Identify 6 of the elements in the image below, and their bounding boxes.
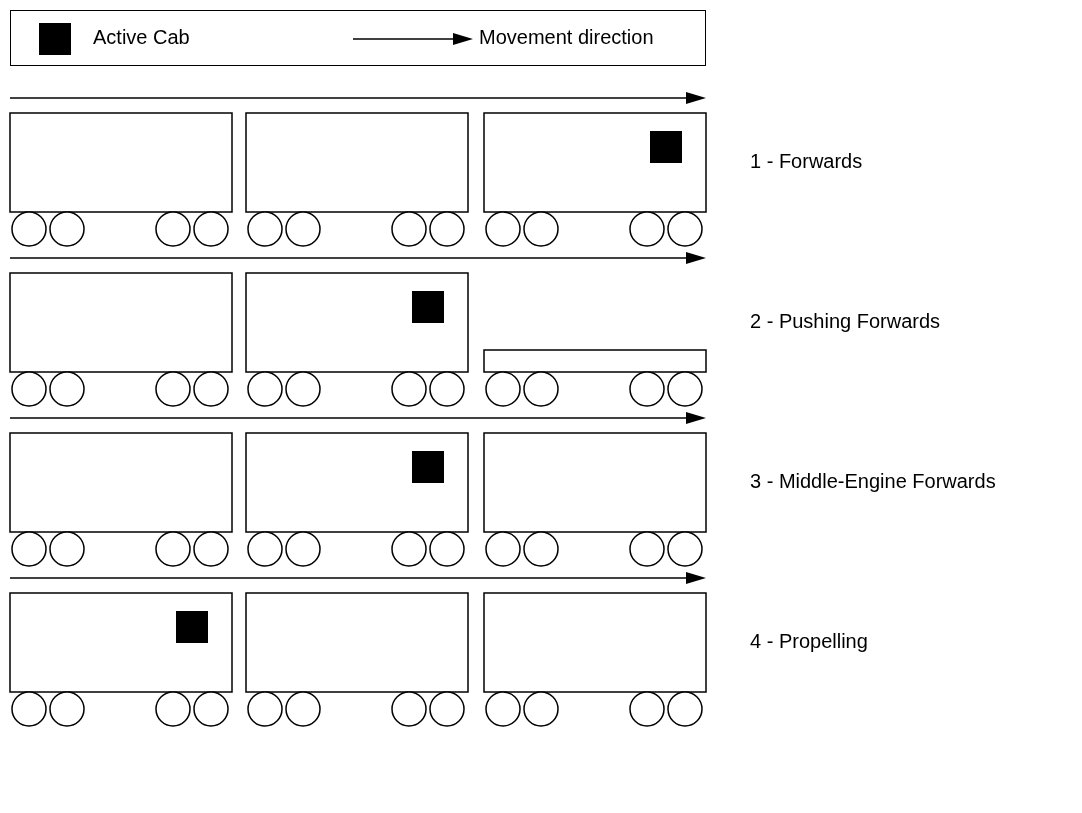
mode-caption: 4 - Propelling (750, 630, 868, 653)
mode-caption: 3 - Middle-Engine Forwards (750, 470, 996, 493)
legend-text: Active Cab (93, 26, 190, 49)
mode-caption: 2 - Pushing Forwards (750, 310, 941, 333)
mode-caption: 1 - Forwards (750, 150, 863, 173)
legend-text: Movement direction (479, 26, 654, 49)
